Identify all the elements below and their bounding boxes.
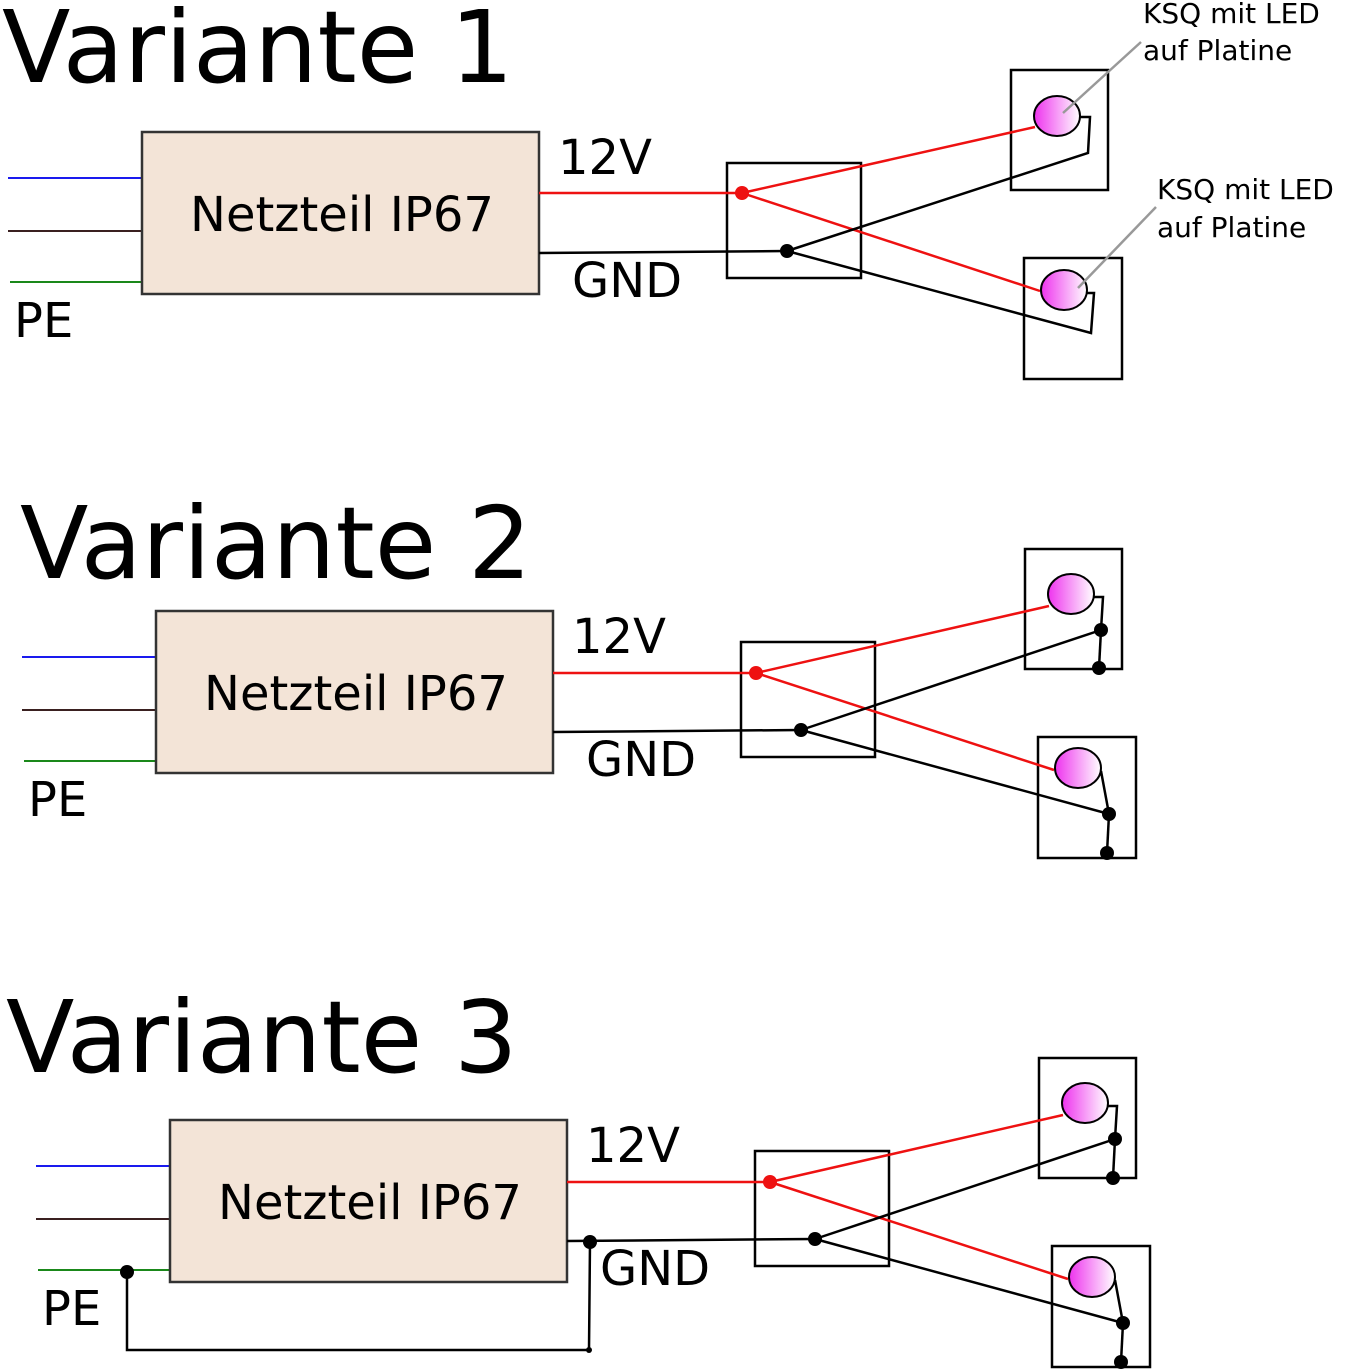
v3-pe-label: PE xyxy=(42,1281,101,1337)
v2-gnd-junction-dot xyxy=(794,723,808,737)
v3-pe-bond-dot xyxy=(120,1265,134,1279)
v2-top-board-dot-upper xyxy=(1094,623,1108,637)
v3-led-bottom-icon xyxy=(1068,1256,1116,1298)
v1-gnd-wire xyxy=(538,249,788,255)
v1-annotation-top-line2: auf Platine xyxy=(1143,34,1292,67)
v1-annotation-leader-top xyxy=(1062,41,1142,114)
v3-top-board-dot-lower xyxy=(1106,1171,1120,1185)
v2-red-to-top-led xyxy=(755,604,1050,675)
v3-gnd-bond-dot xyxy=(583,1235,597,1249)
v2-12v-label: 12V xyxy=(572,609,666,665)
v1-gnd-label: GND xyxy=(572,253,682,309)
v3-12v-label: 12V xyxy=(586,1118,680,1174)
v1-annotation-top-line1: KSQ mit LED xyxy=(1143,0,1320,30)
v3-gnd-to-top-led xyxy=(814,1104,1119,1241)
v2-led-top-icon xyxy=(1047,573,1095,615)
v3-led-top-icon xyxy=(1061,1082,1109,1124)
v1-12v-junction-dot xyxy=(735,186,749,200)
v3-junction-box xyxy=(753,1149,891,1268)
v2-power-supply-label: Netzteil IP67 xyxy=(204,666,508,722)
v3-red-to-bottom-led xyxy=(769,1180,1069,1281)
v1-red-to-bottom-led xyxy=(741,191,1041,293)
v1-gnd-to-top-led xyxy=(786,115,1092,253)
v3-gnd-label: GND xyxy=(600,1241,710,1297)
v3-bottom-board-dot-upper xyxy=(1116,1316,1130,1330)
v3-bond-corner-dot xyxy=(586,1347,592,1353)
v1-gnd-junction-dot xyxy=(780,244,794,258)
v2-gnd-label: GND xyxy=(586,732,696,788)
variant-2-title: Variante 2 xyxy=(20,485,532,602)
v2-top-board-dot-lower xyxy=(1092,661,1106,675)
variant-3: Variante 3 PE Netzteil IP67 12V GND xyxy=(6,979,1152,1369)
v2-led-bottom-icon xyxy=(1054,747,1102,789)
variant-1: Variante 1 PE Netzteil IP67 12V GND KSQ … xyxy=(2,0,1334,381)
v1-power-supply-label: Netzteil IP67 xyxy=(190,187,494,243)
v3-12v-junction-dot xyxy=(763,1175,777,1189)
v1-annotation-bottom-line1: KSQ mit LED xyxy=(1157,173,1334,206)
v2-bottom-board-dot-upper xyxy=(1102,807,1116,821)
v2-gnd-to-top-led xyxy=(800,595,1105,732)
variant-1-title: Variante 1 xyxy=(2,0,514,106)
v3-bottom-board-dot-lower xyxy=(1114,1355,1128,1369)
v2-bottom-board-dot-lower xyxy=(1100,846,1114,860)
v1-led-bottom-icon xyxy=(1040,269,1088,311)
v1-power-supply xyxy=(140,130,541,296)
v1-12v-label: 12V xyxy=(558,130,652,186)
v2-power-supply xyxy=(154,609,555,775)
variant-2: Variante 2 PE Netzteil IP67 12V GND xyxy=(20,485,1138,860)
v1-annotation-leader-bottom xyxy=(1077,206,1157,289)
v3-power-supply-label: Netzteil IP67 xyxy=(218,1175,522,1231)
v1-red-to-top-led xyxy=(741,125,1036,195)
variant-3-title: Variante 3 xyxy=(6,979,518,1096)
v3-top-board-dot-upper xyxy=(1108,1132,1122,1146)
v2-pe-label: PE xyxy=(28,772,87,828)
v3-gnd-junction-dot xyxy=(808,1232,822,1246)
v1-gnd-to-bottom-led xyxy=(786,249,1096,335)
v2-junction-box xyxy=(739,640,877,759)
v1-led-top-icon xyxy=(1033,95,1081,137)
v3-gnd-wire xyxy=(566,1237,816,1243)
v2-red-to-bottom-led xyxy=(755,671,1055,772)
v1-pe-label: PE xyxy=(14,293,73,349)
v3-power-supply xyxy=(168,1118,569,1284)
v2-12v-junction-dot xyxy=(749,666,763,680)
v3-pe-gnd-bond-wire xyxy=(125,1241,592,1352)
v2-gnd-wire xyxy=(552,728,802,734)
v1-annotation-bottom-line2: auf Platine xyxy=(1157,211,1306,244)
v3-red-to-top-led xyxy=(769,1113,1064,1184)
